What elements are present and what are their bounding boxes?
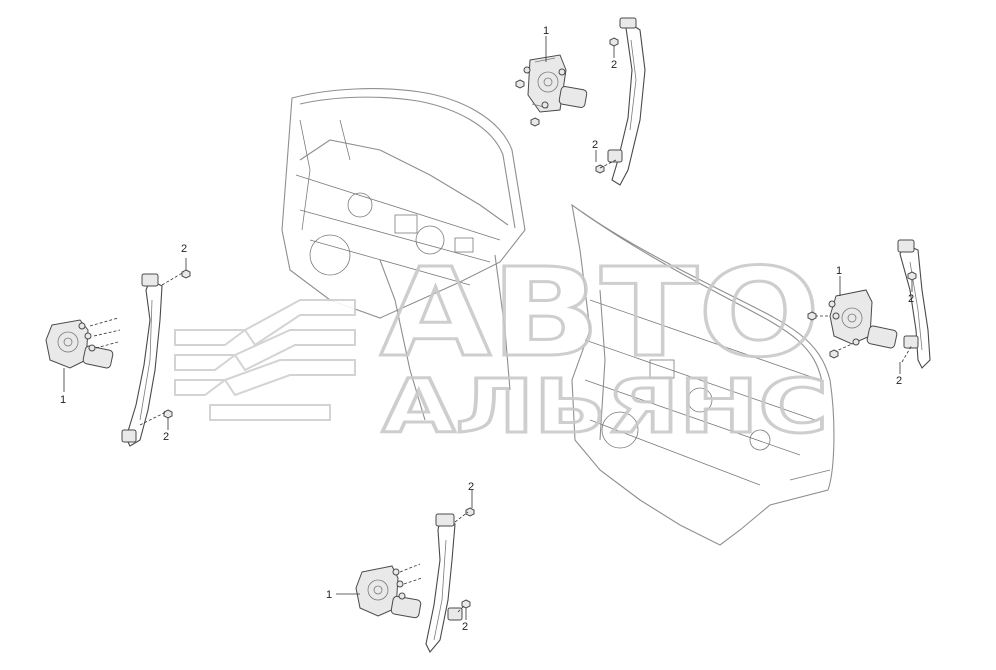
- watermark-logo-mark: [174, 299, 356, 421]
- fastener-left-2: [163, 409, 173, 419]
- watermark: АВТО АЛЬЯНС: [174, 241, 830, 452]
- rear-door-frame: [571, 203, 835, 546]
- callout-label: 2: [181, 243, 187, 255]
- callout-label: 1: [326, 589, 332, 601]
- callout-label: 1: [543, 25, 549, 37]
- callout-label: 2: [462, 621, 468, 633]
- fastener-right-1: [907, 271, 917, 281]
- regulator-assembly-bottom: [336, 490, 475, 653]
- callout-label: 2: [592, 139, 598, 151]
- front-door-frame: [281, 88, 526, 421]
- fastener-top-1: [609, 37, 619, 47]
- fastener-top-3: [515, 79, 525, 89]
- callout-label: 2: [908, 293, 914, 305]
- callout-labels: 1 2 2 2 1 2 2 1 2 2 2 1 2: [60, 25, 914, 633]
- regulator-assembly-left: [45, 258, 191, 447]
- fastener-top-4: [530, 117, 540, 127]
- callout-label: 2: [468, 481, 474, 493]
- fastener-right-2: [807, 311, 817, 321]
- regulator-assembly-right: [807, 239, 931, 374]
- callout-label: 2: [163, 431, 169, 443]
- fastener-top-2: [595, 164, 605, 174]
- fastener-left-1: [181, 269, 191, 279]
- callout-label: 1: [60, 394, 66, 406]
- fastener-right-3: [829, 349, 839, 359]
- regulator-assembly-top: [515, 17, 646, 186]
- watermark-line2: АЛЬЯНС: [382, 364, 828, 450]
- fastener-bottom-1: [465, 507, 475, 517]
- watermark-line1: АВТО: [380, 242, 820, 384]
- callout-label: 1: [836, 265, 842, 277]
- callout-label: 2: [896, 375, 902, 387]
- callout-label: 2: [611, 59, 617, 71]
